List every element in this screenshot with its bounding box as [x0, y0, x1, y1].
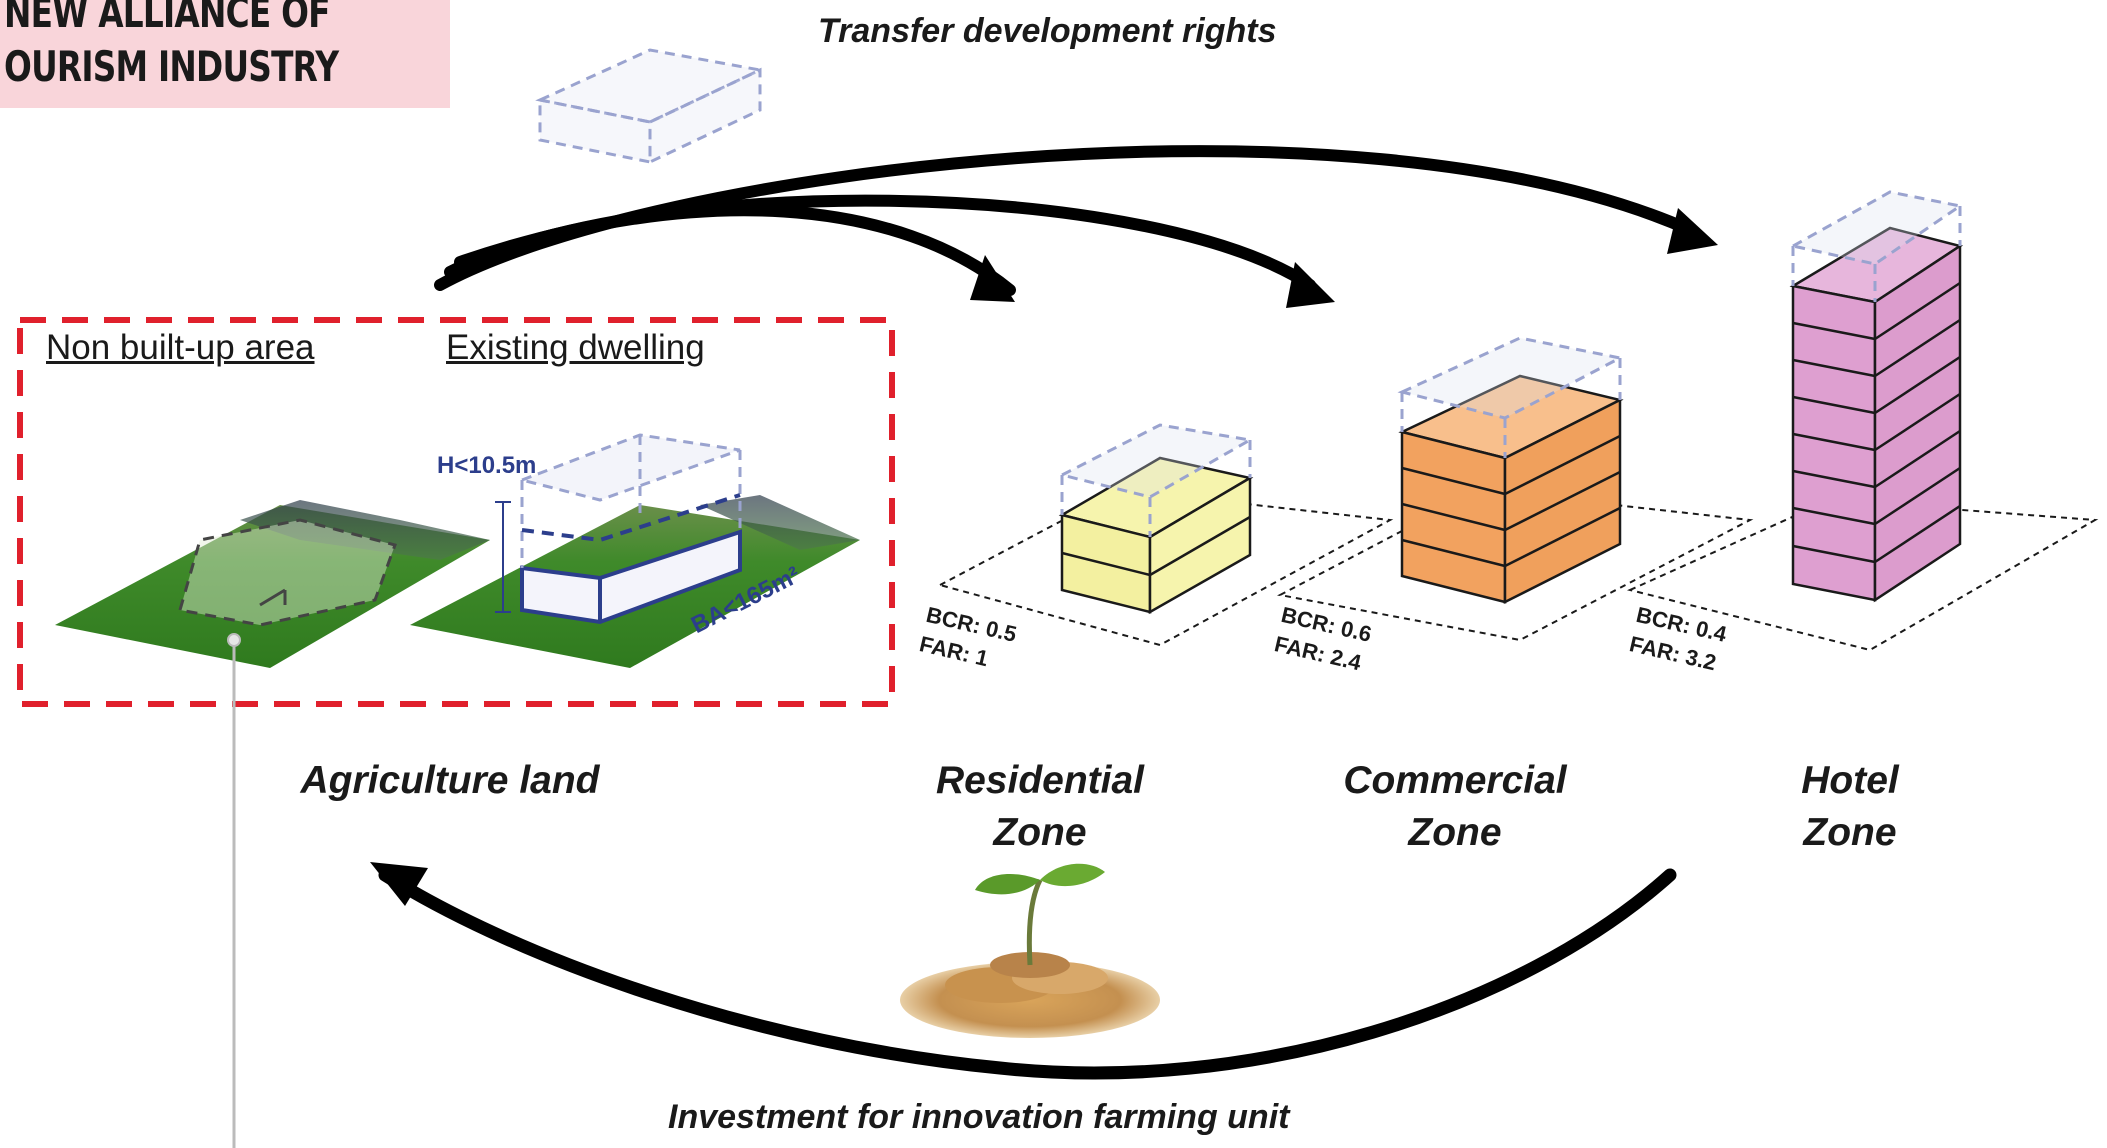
banner-line-1: NEW ALLIANCE OF: [4, 0, 331, 37]
residential-label-line-2: Zone: [993, 811, 1087, 854]
hotel-ghost: [1788, 190, 1964, 302]
residential-parcel: [937, 488, 1394, 647]
grass-field-icon: [55, 500, 490, 668]
residential-label: Residential Zone: [900, 755, 1180, 859]
hotel-building: [1789, 226, 1964, 603]
header-banner: NEW ALLIANCE OF OURISM INDUSTRY: [0, 0, 450, 108]
non-built-label: Non built-up area: [46, 328, 315, 367]
investment-label: Investment for innovation farming unit: [668, 1098, 1290, 1136]
arrow-heads: [970, 208, 1718, 308]
commercial-parcel: [1276, 488, 1754, 642]
commercial-label-line-2: Zone: [1408, 811, 1502, 854]
hotel-label: Hotel Zone: [1720, 755, 1980, 859]
hotel-label-line-1: Hotel: [1801, 759, 1899, 802]
agriculture-label: Agriculture land: [300, 759, 600, 802]
banner-line-2: OURISM INDUSTRY: [4, 42, 339, 91]
residential-building: [1058, 456, 1254, 615]
commercial-label: Commercial Zone: [1315, 755, 1595, 859]
ghost-box-top: [535, 48, 765, 165]
residential-label-line-1: Residential: [935, 759, 1145, 802]
height-limit-label: H<10.5m: [437, 452, 537, 479]
transfer-arrows: [434, 145, 1696, 296]
commercial-label-line-1: Commercial: [1343, 759, 1567, 802]
plant-on-coins-icon: [900, 863, 1160, 1038]
agriculture-boundary: [17, 317, 895, 707]
existing-dwelling-field: [410, 433, 860, 668]
existing-dwelling-label: Existing dwelling: [446, 328, 705, 367]
hotel-parcel: [1626, 498, 2099, 652]
investment-arrow-head: [370, 862, 428, 906]
commercial-ghost: [1397, 336, 1625, 458]
transfer-label: Transfer development rights: [818, 12, 1277, 50]
investment-arrow: [378, 868, 1677, 1080]
hotel-label-line-2: Zone: [1803, 811, 1897, 854]
pointer-dot: [227, 633, 241, 647]
commercial-building: [1398, 374, 1624, 605]
residential-ghost: [1057, 423, 1255, 537]
